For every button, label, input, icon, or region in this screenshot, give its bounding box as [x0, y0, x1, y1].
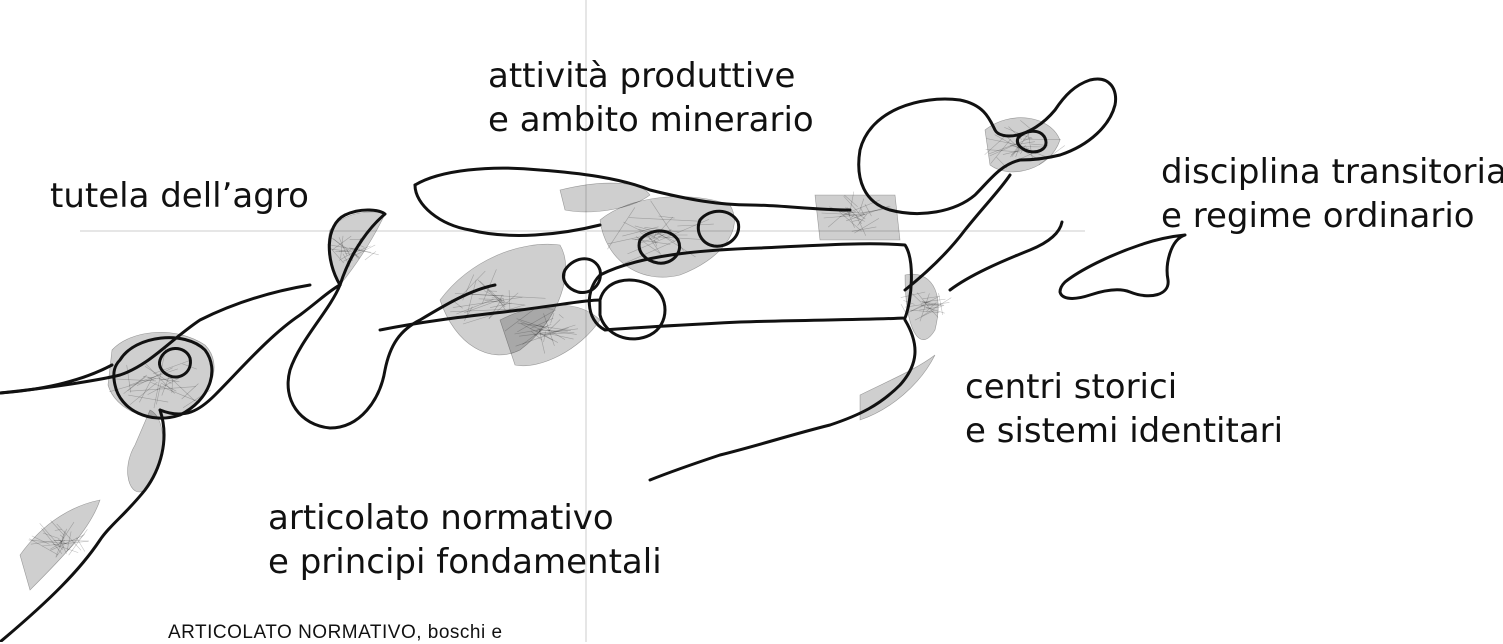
label-centri-line1: centri storici: [965, 365, 1283, 409]
label-centri-line2: e sistemi identitari: [965, 409, 1283, 453]
web-right-top-node: [985, 118, 1060, 172]
label-attivita-line1: attività produttive: [488, 54, 814, 98]
label-articolato-normativo: articolato normativo e principi fondamen…: [268, 496, 662, 584]
label-disciplina-line1: disciplina transitoria: [1161, 150, 1503, 194]
stroke-diagonal-right: [905, 175, 1010, 290]
stroke-connector-down: [950, 222, 1062, 290]
label-tutela-agro: tutela dell’agro: [50, 174, 309, 218]
label-articolato-line1: articolato normativo: [268, 496, 662, 540]
label-tutela-line1: tutela dell’agro: [50, 174, 309, 218]
label-centri-storici: centri storici e sistemi identitari: [965, 365, 1283, 453]
stroke-mid-ring-d: [563, 259, 600, 293]
footer-caption: ARTICOLATO NORMATIVO, boschi e: [168, 622, 503, 644]
mesh-line: [901, 304, 905, 312]
stroke-mid-ring-a: [600, 280, 665, 339]
web-left-stem: [128, 410, 163, 492]
stroke-right-hook: [1060, 235, 1185, 298]
label-disciplina-line2: e regime ordinario: [1161, 194, 1503, 238]
label-attivita-produttive: attività produttive e ambito minerario: [488, 54, 814, 142]
label-attivita-line2: e ambito minerario: [488, 98, 814, 142]
label-disciplina-transitoria: disciplina transitoria e regime ordinari…: [1161, 150, 1503, 238]
label-articolato-line2: e principi fondamentali: [268, 540, 662, 584]
web-bottom-branch: [20, 500, 100, 590]
